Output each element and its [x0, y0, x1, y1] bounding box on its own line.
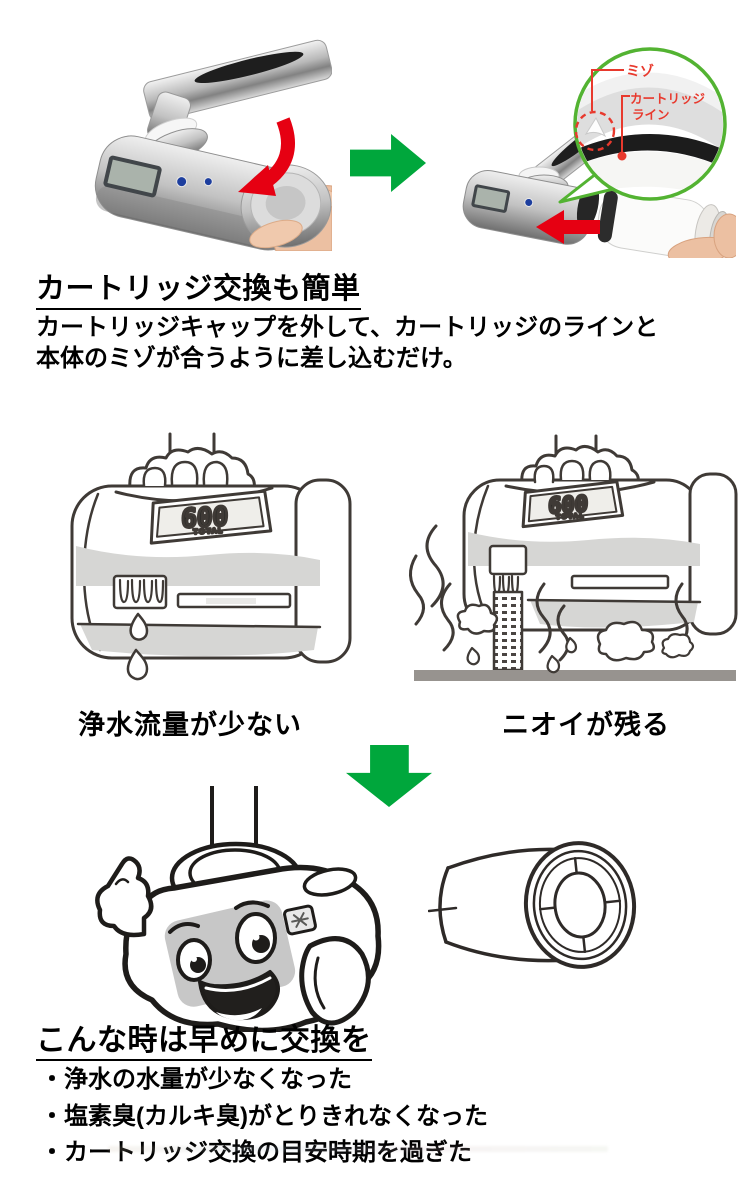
easy-replace-heading-wrap: カートリッジ交換も簡単: [36, 273, 361, 310]
groove-label: ミゾ: [626, 63, 654, 79]
water-drop: [126, 648, 149, 681]
faucet-arm: [143, 39, 333, 122]
replace-timing-bullet-1: ・浄水の水量が少なくなった: [40, 1066, 352, 1093]
lcd-total-label: TOTAL: [556, 513, 585, 520]
cartridge-line-label-1: カートリッジ: [630, 92, 706, 106]
illustration-low-flow: 600 TOTAL: [58, 428, 363, 688]
lcd-value: 600: [548, 492, 588, 519]
photo-insert-cartridge-graphic: ミゾ カートリッジ ライン: [462, 47, 742, 266]
ground: [414, 670, 736, 681]
easy-replace-body-line-1: カートリッジキャップを外して、カートリッジのラインと: [36, 314, 659, 341]
replace-timing-list: ・浄水の水量が少なくなった ・塩素臭(カルキ臭)がとりきれなくなった ・カートリ…: [40, 1062, 488, 1172]
water-drop: [129, 612, 149, 641]
callout-bubble: ミゾ カートリッジ ライン: [558, 47, 727, 204]
cartridge-line-leader: [621, 95, 630, 152]
spout-flap: [299, 936, 371, 1026]
lcd-value: 600: [181, 502, 228, 534]
photo-remove-cartridge-cap: [40, 36, 337, 252]
hand-holding-cartridge: [667, 213, 742, 266]
replace-timing-bullet-3: ・カートリッジ交換の目安時期を過ぎた: [40, 1139, 472, 1166]
easy-replace-body-line-2: 本体のミゾが合うように差し込むだけ。: [36, 345, 467, 372]
green-right-arrow-icon: [350, 134, 426, 192]
thumb: [249, 219, 303, 249]
easy-replace-body: カートリッジキャップを外して、カートリッジのラインと 本体のミゾが合うように差し…: [36, 312, 658, 374]
lcd-total-label: TOTAL: [193, 527, 224, 536]
filter-body: [462, 169, 593, 245]
cartridge-line-label-2: ライン: [632, 108, 670, 122]
illustration-odor: 600 TOTAL: [402, 434, 738, 686]
groove-highlight-circle: [574, 110, 616, 152]
cartridge-drawing: [427, 841, 637, 969]
red-insert-arrow-icon: [536, 210, 600, 244]
red-rotate-arrow-icon: [238, 117, 295, 196]
mascot-drawing: [95, 784, 382, 1034]
faint-watermark-row: [108, 1146, 608, 1152]
replace-timing-heading-wrap: こんな時は早めに交換を: [36, 1024, 372, 1061]
odor-drawing: 600 TOTAL: [409, 434, 738, 681]
easy-replace-heading: カートリッジ交換も簡単: [36, 273, 361, 310]
photo-insert-cartridge: ミゾ カートリッジ ライン: [436, 26, 742, 266]
caption-odor: ニオイが残る: [502, 710, 670, 740]
photo-remove-cap-graphic: [94, 39, 337, 252]
mascot-hand: [95, 856, 154, 938]
water-column: [492, 590, 524, 672]
groove-leader-line: [591, 69, 624, 111]
illustration-mascot-filter: [78, 784, 423, 1034]
replace-timing-heading: こんな時は早めに交換を: [36, 1024, 372, 1061]
illustration-cartridge: [427, 838, 643, 972]
replace-timing-bullet-2: ・塩素臭(カルキ臭)がとりきれなくなった: [40, 1102, 488, 1130]
caption-low-flow: 浄水流量が少ない: [78, 710, 302, 740]
low-flow-drawing: 600 TOTAL: [70, 432, 352, 681]
